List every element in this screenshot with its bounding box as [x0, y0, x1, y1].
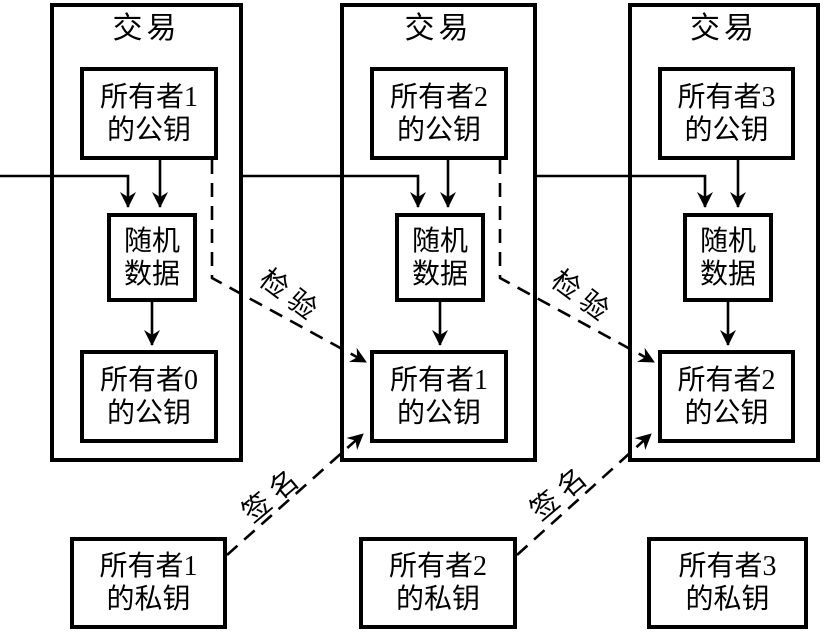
tx2-owner-pubkey-line2: 的公钥	[396, 114, 481, 146]
tx3-prev-owner-pubkey-box: 所有者2 的公钥	[658, 350, 795, 443]
tx3-owner-pubkey-line1: 所有者3	[677, 81, 776, 113]
chain-line-tx2-to-tx3	[537, 174, 713, 208]
owner2-private-key-line1: 所有者2	[388, 551, 487, 582]
chain-line-tx1-to-tx2	[243, 174, 426, 208]
tx3-owner-pubkey-box: 所有者3 的公钥	[658, 67, 795, 160]
tx3-prev-owner-pubkey-line1: 所有者2	[677, 364, 776, 396]
transaction-3-title: 交易	[690, 12, 758, 45]
transaction-1-box	[50, 3, 243, 462]
tx2-prev-owner-pubkey-box: 所有者1 的公钥	[370, 350, 508, 443]
tx2-owner-pubkey-line1: 所有者2	[389, 81, 488, 113]
owner1-private-key-line2: 的私钥	[106, 584, 191, 615]
tx2-random-data-line1: 随机	[411, 225, 468, 257]
tx1-owner-pubkey-box: 所有者1 的公钥	[80, 67, 218, 160]
owner3-private-key-line2: 的私钥	[685, 584, 770, 615]
owner3-private-key-line1: 所有者3	[678, 551, 777, 582]
tx3-random-data-line1: 随机	[699, 225, 756, 257]
tx2-random-data-box: 随机 数据	[395, 213, 485, 302]
tx2-prev-owner-pubkey-line1: 所有者1	[389, 364, 488, 396]
tx1-random-data-line1: 随机	[123, 225, 180, 257]
owner1-private-key-line1: 所有者1	[99, 551, 198, 582]
tx1-owner-pubkey-line1: 所有者1	[99, 81, 198, 113]
tx2-owner-pubkey-box: 所有者2 的公钥	[370, 67, 508, 160]
tx3-prev-owner-pubkey-line2: 的公钥	[684, 397, 769, 429]
owner1-private-key-box: 所有者1 的私钥	[70, 537, 227, 629]
tx1-prev-owner-pubkey-line2: 的公钥	[106, 397, 191, 429]
tx3-random-data-line2: 数据	[699, 258, 756, 290]
transaction-1-title: 交易	[112, 12, 181, 45]
verify-arrow-tx2-to-tx3	[498, 160, 655, 364]
tx3-random-data-box: 随机 数据	[683, 213, 773, 302]
chain-line-into-tx1	[0, 174, 136, 208]
owner3-private-key-box: 所有者3 的私钥	[647, 537, 808, 629]
tx1-random-data-line2: 数据	[123, 258, 180, 290]
verify-arrow-tx1-to-tx2	[210, 160, 367, 364]
transaction-2-box	[340, 3, 537, 462]
owner2-private-key-box: 所有者2 的私钥	[359, 537, 517, 629]
tx2-random-data-line2: 数据	[411, 258, 468, 290]
tx1-prev-owner-pubkey-line1: 所有者0	[99, 364, 198, 396]
transaction-3-box	[628, 3, 820, 462]
tx2-prev-owner-pubkey-line2: 的公钥	[396, 397, 481, 429]
owner2-private-key-line2: 的私钥	[395, 584, 480, 615]
transaction-2-title: 交易	[404, 12, 473, 45]
tx1-prev-owner-pubkey-box: 所有者0 的公钥	[80, 350, 218, 443]
tx1-owner-pubkey-line2: 的公钥	[106, 114, 191, 146]
tx1-random-data-box: 随机 数据	[107, 213, 197, 302]
tx3-owner-pubkey-line2: 的公钥	[684, 114, 769, 146]
